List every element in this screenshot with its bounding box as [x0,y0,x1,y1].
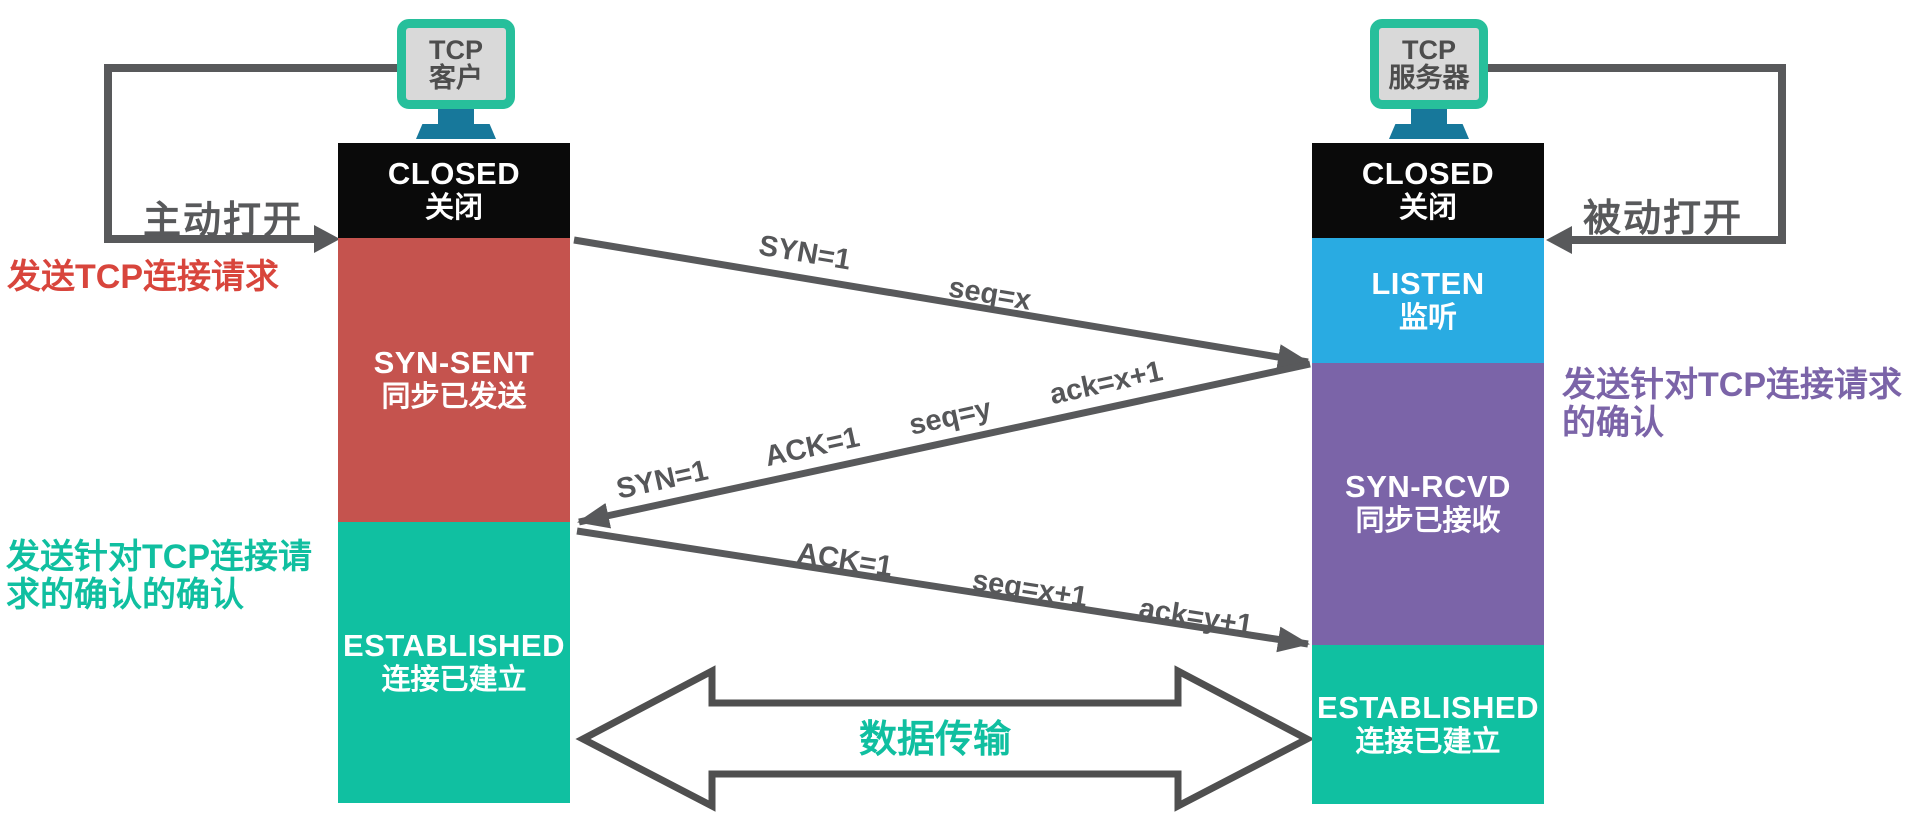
server-state-listen: LISTEN 监听 [1312,238,1544,363]
ack-arrow [576,527,1310,653]
syn-ack-arrow [577,360,1311,529]
client-state-closed: CLOSED 关闭 [338,143,570,238]
server-send-ack-note: 发送针对TCP连接请求 的确认 [1562,366,1902,442]
active-open-connector [104,64,399,243]
server-send-ack-note-line1: 发送针对TCP连接请求 [1562,366,1902,404]
server-closed-zh: 关闭 [1398,191,1457,224]
server-monitor-stand-base [1389,124,1469,139]
syn-seq-label: seq=x [946,272,1033,317]
client-send-ack-note-line2: 求的确认的确认 [6,576,244,614]
client-monitor-stand-neck [438,109,474,124]
ack-ackno-label: ack=y+1 [1137,593,1255,642]
server-monitor-stand-neck [1411,109,1447,124]
passive-open-label: 被动打开 [1583,198,1744,240]
client-closed-zh: 关闭 [424,191,483,224]
server-send-ack-note-line2: 的确认 [1562,404,1664,442]
ack-seq-label: seq=x+1 [970,564,1090,613]
client-device-label-line1: TCP [429,35,483,65]
client-state-column: CLOSED 关闭 SYN-SENT 同步已发送 ESTABLISHED 连接已… [338,143,570,803]
client-monitor-stand-base [416,124,496,139]
client-established-en: ESTABLISHED [343,627,565,663]
client-state-syn-sent: SYN-SENT 同步已发送 [338,238,570,522]
tcp-client-monitor-icon: TCP 客户 [397,19,515,109]
server-established-en: ESTABLISHED [1317,689,1539,725]
server-closed-en: CLOSED [1361,155,1495,191]
synack-ackno-label: ack=x+1 [1047,355,1166,411]
client-established-zh: 连接已建立 [381,663,527,696]
server-listen-en: LISTEN [1371,265,1485,301]
client-state-established: ESTABLISHED 连接已建立 [338,522,570,803]
server-syn-rcvd-en: SYN-RCVD [1345,469,1511,504]
server-state-column: CLOSED 关闭 LISTEN 监听 SYN-RCVD 同步已接收 ESTAB… [1312,143,1544,804]
syn-arrow [573,236,1310,370]
client-syn-sent-zh: 同步已发送 [381,381,527,413]
data-transfer-label: 数据传输 [859,719,1012,761]
server-syn-rcvd-zh: 同步已接收 [1355,505,1501,537]
passive-open-connector [1488,64,1786,244]
client-device-label-line2: 客户 [429,63,483,93]
client-closed-en: CLOSED [387,155,521,191]
client-syn-sent-en: SYN-SENT [373,345,535,380]
client-send-request-note: 发送TCP连接请求 [7,258,279,296]
server-state-closed: CLOSED 关闭 [1312,143,1544,238]
server-established-zh: 连接已建立 [1355,725,1501,758]
active-open-label: 主动打开 [143,200,304,242]
ack-flag-label: ACK=1 [795,537,895,583]
server-state-syn-rcvd: SYN-RCVD 同步已接收 [1312,363,1544,645]
server-device-label-line2: 服务器 [1388,63,1470,93]
server-listen-zh: 监听 [1398,301,1457,334]
client-send-ack-note: 发送针对TCP连接请 求的确认的确认 [6,538,312,614]
server-state-established: ESTABLISHED 连接已建立 [1312,645,1544,804]
passive-open-arrowhead-icon [1546,226,1572,254]
client-send-ack-note-line1: 发送针对TCP连接请 [6,538,312,576]
data-transfer-double-arrow [575,665,1315,812]
tcp-server-monitor-icon: TCP 服务器 [1370,19,1488,109]
server-device-label-line1: TCP [1402,35,1456,65]
active-open-arrowhead-icon [314,225,340,253]
